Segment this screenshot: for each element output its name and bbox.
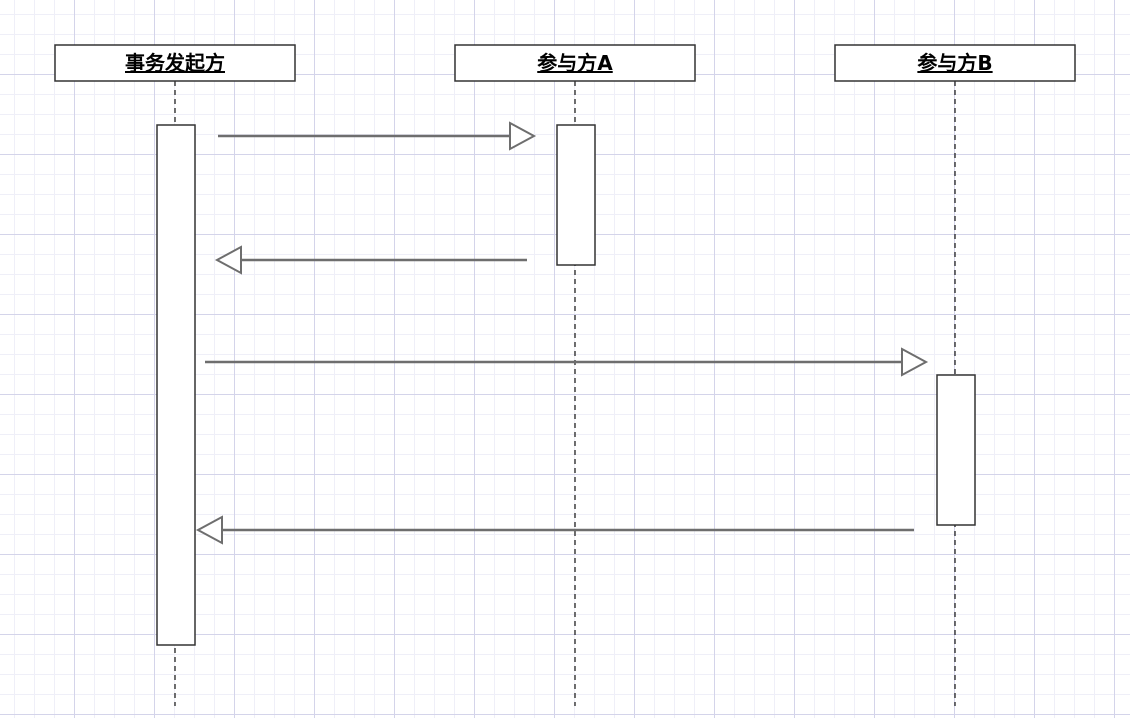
participant-party-a[interactable]: 参与方A xyxy=(454,44,696,82)
participant-party-b[interactable]: 参与方B xyxy=(834,44,1076,82)
participant-initiator[interactable]: 事务发起方 xyxy=(54,44,296,82)
activation-bar-party-a[interactable] xyxy=(556,124,596,266)
open-arrowhead-left-icon xyxy=(214,245,242,275)
activation-bar-party-b[interactable] xyxy=(936,374,976,526)
participant-label-initiator: 事务发起方 xyxy=(125,51,225,75)
open-arrowhead-right-icon xyxy=(901,347,929,377)
message-arrow-party-a-to-initiator[interactable] xyxy=(214,245,527,275)
participant-label-party-a: 参与方A xyxy=(537,51,613,75)
message-arrow-party-b-to-initiator[interactable] xyxy=(195,515,914,545)
activation-bar-initiator[interactable] xyxy=(156,124,196,646)
participant-label-party-b: 参与方B xyxy=(917,51,992,75)
open-arrowhead-left-icon xyxy=(195,515,223,545)
message-arrow-initiator-to-party-a[interactable] xyxy=(218,121,537,151)
open-arrowhead-right-icon xyxy=(509,121,537,151)
message-arrow-initiator-to-party-b[interactable] xyxy=(205,347,929,377)
